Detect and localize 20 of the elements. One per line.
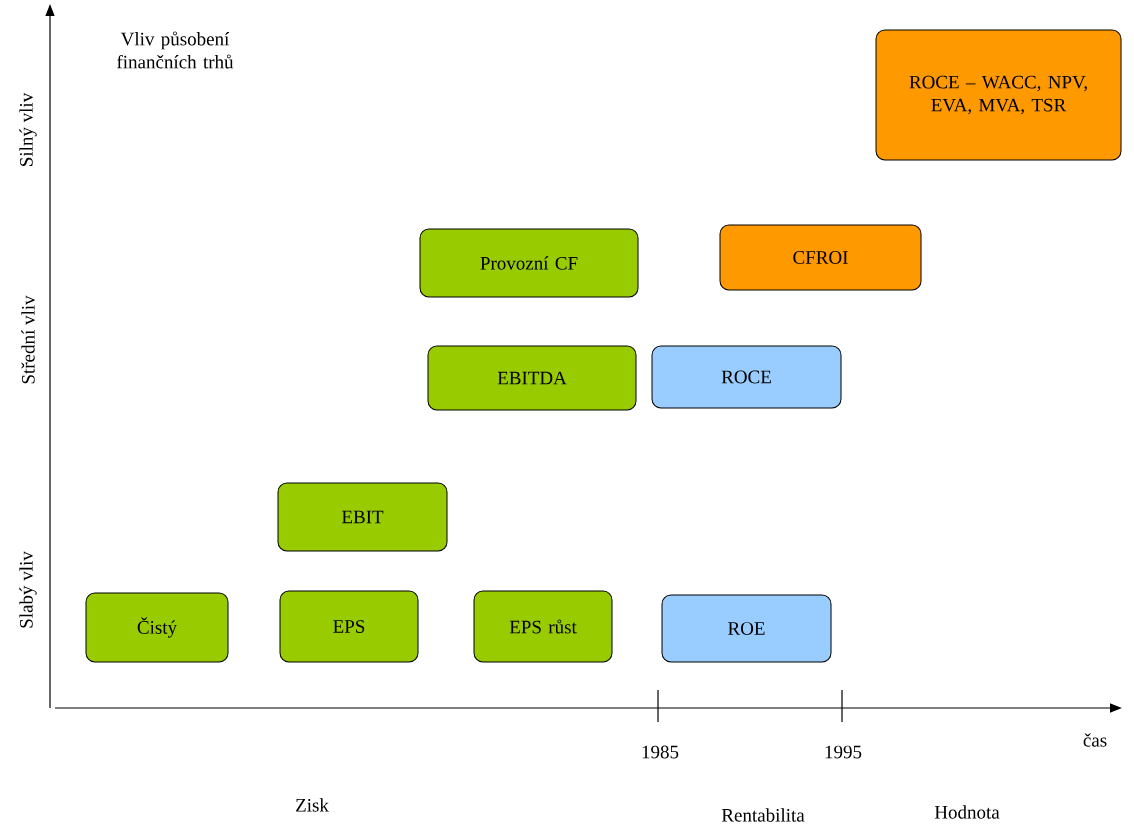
- period-label: Rentabilita: [721, 808, 805, 822]
- axis-level-label: Slabý vliv: [19, 551, 37, 628]
- metric-box: ROCE: [651, 345, 842, 409]
- axis-title: čas: [1083, 733, 1107, 747]
- metric-box: Čistý: [85, 592, 229, 663]
- metric-box: ROE: [661, 594, 832, 663]
- metric-box: EPS: [279, 590, 419, 663]
- axis-title: Vliv působení finančních trhů: [117, 31, 234, 69]
- metric-box: CFROI: [719, 224, 922, 291]
- metric-box: EBIT: [277, 482, 448, 552]
- axis-level-label: Střední vliv: [21, 295, 35, 384]
- metric-box: Provozní CF: [419, 228, 639, 298]
- tick-label: 1985: [642, 745, 679, 759]
- tick-label: 1995: [825, 745, 862, 759]
- metric-box: ROCE – WACC, NPV, EVA, MVA, TSR: [875, 29, 1122, 161]
- metric-box: EPS růst: [473, 590, 613, 663]
- period-label: Zisk: [296, 798, 329, 812]
- period-label: Hodnota: [934, 805, 1000, 819]
- metric-box: EBITDA: [427, 345, 637, 411]
- axis-level-label: Silný vliv: [19, 92, 37, 166]
